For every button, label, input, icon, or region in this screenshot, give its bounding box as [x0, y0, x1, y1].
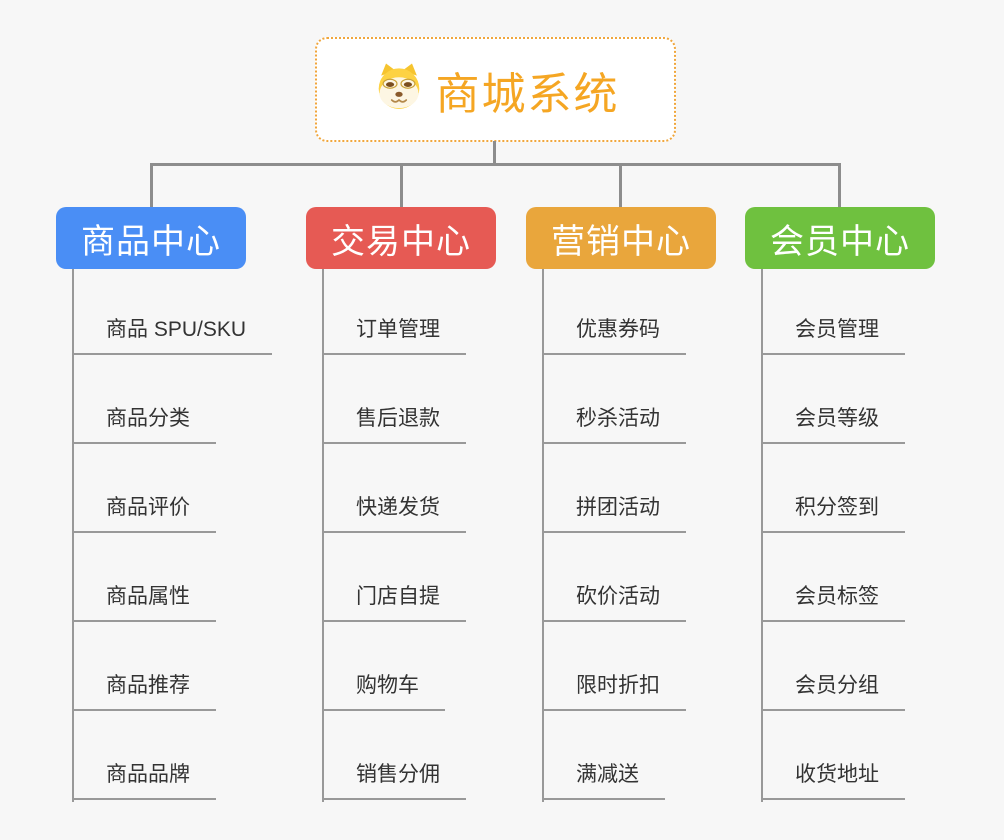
leaf-item[interactable]: 购物车 [322, 671, 445, 711]
branch-node-product-center[interactable]: 商品中心 [56, 207, 246, 269]
leaf-item[interactable]: 商品分类 [72, 404, 216, 444]
leaf-item[interactable]: 限时折扣 [542, 671, 686, 711]
leaf-item[interactable]: 门店自提 [322, 582, 466, 622]
leaf-item[interactable]: 商品品牌 [72, 760, 216, 800]
branch-label: 交易中心 [331, 222, 471, 261]
leaf-item[interactable]: 订单管理 [322, 315, 466, 355]
connector-drop-member [838, 163, 841, 208]
leaf-item[interactable]: 优惠券码 [542, 315, 686, 355]
leaf-item[interactable]: 会员管理 [761, 315, 905, 355]
leaf-item[interactable]: 秒杀活动 [542, 404, 686, 444]
root-title: 商城系统 [435, 69, 620, 119]
leaf-item[interactable]: 砍价活动 [542, 582, 686, 622]
leaf-item[interactable]: 会员分组 [761, 671, 905, 711]
branch-node-member-center[interactable]: 会员中心 [745, 207, 935, 269]
connector-drop-trade [400, 163, 403, 208]
leaf-item[interactable]: 售后退款 [322, 404, 466, 444]
column-spine [72, 269, 74, 802]
leaf-item[interactable]: 拼团活动 [542, 493, 686, 533]
connector-horizontal-bar [150, 163, 840, 166]
connector-drop-product [150, 163, 153, 208]
leaf-item[interactable]: 会员标签 [761, 582, 905, 622]
leaf-item[interactable]: 满减送 [542, 760, 665, 800]
leaf-item[interactable]: 会员等级 [761, 404, 905, 444]
branch-label: 商品中心 [81, 222, 221, 261]
doge-icon [372, 61, 426, 118]
branch-label: 营销中心 [551, 222, 691, 261]
column-spine [761, 269, 763, 802]
column-spine [542, 269, 544, 802]
leaf-item[interactable]: 收货地址 [761, 760, 905, 800]
leaf-item[interactable]: 销售分佣 [322, 760, 466, 800]
root-node-mall-system[interactable]: 商城系统 [315, 37, 676, 142]
leaf-item[interactable]: 积分签到 [761, 493, 905, 533]
leaf-item[interactable]: 商品属性 [72, 582, 216, 622]
branch-node-marketing-center[interactable]: 营销中心 [526, 207, 716, 269]
leaf-item[interactable]: 商品 SPU/SKU [72, 315, 273, 355]
branch-node-trade-center[interactable]: 交易中心 [306, 207, 496, 269]
leaf-item[interactable]: 商品评价 [72, 493, 216, 533]
leaf-item[interactable]: 快递发货 [322, 493, 466, 533]
branch-label: 会员中心 [770, 222, 910, 261]
column-spine [322, 269, 324, 802]
leaf-item[interactable]: 商品推荐 [72, 671, 216, 711]
connector-drop-marketing [619, 163, 622, 208]
connector-root-stub [493, 141, 496, 164]
